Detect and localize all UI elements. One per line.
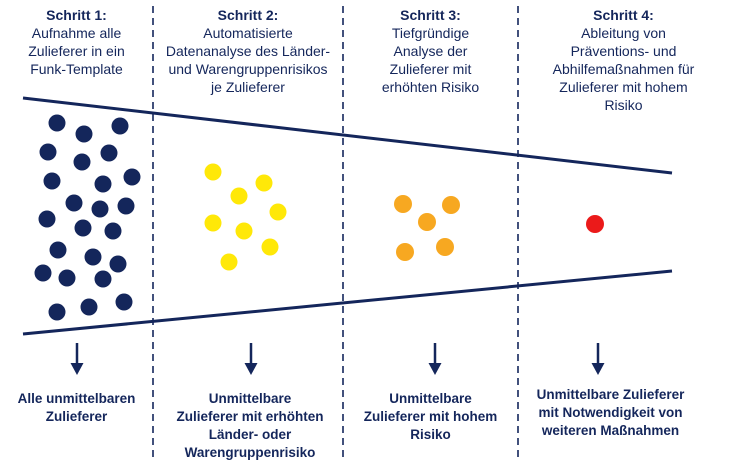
down-arrow-head-step-3 — [428, 363, 442, 375]
supplier-dot-step-1 — [117, 197, 135, 215]
supplier-dot-step-1 — [39, 143, 57, 161]
supplier-dot-step-1 — [65, 194, 83, 212]
supplier-dot-step-2 — [230, 187, 248, 205]
step-1-description: Aufnahme alle Zulieferer in ein Funk-Tem… — [28, 25, 125, 77]
step-2-description: Automatisierte Datenanalyse des Länder- … — [165, 25, 331, 95]
supplier-dot-step-1 — [38, 210, 56, 228]
supplier-dot-step-1 — [94, 175, 112, 193]
step-2-header: Schritt 2: Automatisierte Datenanalyse d… — [153, 6, 343, 96]
step-3-header: Schritt 3: Tiefgründige Analyse der Zuli… — [343, 6, 518, 96]
supplier-dot-step-2 — [255, 174, 273, 192]
supplier-dot-step-3 — [436, 238, 454, 256]
supplier-dot-step-2 — [204, 214, 222, 232]
supplier-dot-step-1 — [34, 264, 52, 282]
supplier-dot-step-1 — [49, 241, 67, 259]
supplier-dot-step-2 — [269, 203, 287, 221]
step-3-title: Schritt 3: — [400, 7, 461, 23]
supplier-dot-step-1 — [111, 117, 129, 135]
supplier-dot-step-2 — [235, 222, 253, 240]
supplier-dot-step-1 — [109, 255, 127, 273]
step-1-header: Schritt 1: Aufnahme alle Zulieferer in e… — [0, 6, 153, 78]
supplier-dot-step-1 — [94, 270, 112, 288]
funnel-bottom-line — [22, 269, 673, 336]
funnel-top-line — [22, 96, 673, 175]
down-arrow-head-step-4 — [591, 363, 605, 375]
step-1-title: Schritt 1: — [46, 7, 107, 23]
supplier-dot-step-4 — [586, 215, 604, 233]
supplier-dot-step-1 — [123, 168, 141, 186]
supplier-dot-step-3 — [442, 196, 460, 214]
step-4-title: Schritt 4: — [593, 7, 654, 23]
supplier-dot-step-1 — [48, 303, 66, 321]
supplier-dot-step-1 — [80, 298, 98, 316]
supplier-dot-step-1 — [75, 125, 93, 143]
supplier-dot-step-1 — [48, 114, 66, 132]
supplier-dot-step-2 — [261, 238, 279, 256]
supplier-dot-step-1 — [43, 172, 61, 190]
supplier-dot-step-1 — [100, 144, 118, 162]
step-4-result-label: Unmittelbare Zulieferer mit Notwendigkei… — [536, 387, 685, 438]
step-2-result-label: Unmittelbare Zulieferer mit erhöhten Län… — [176, 391, 324, 460]
supplier-dot-step-1 — [104, 222, 122, 240]
step-3-description: Tiefgründige Analyse der Zulieferer mit … — [381, 25, 480, 95]
step-3-result-label: Unmittelbare Zulieferer mit hohem Risiko — [363, 391, 498, 442]
supplier-dot-step-3 — [396, 243, 414, 261]
step-1-result-label: Alle unmittelbaren Zulieferer — [17, 391, 136, 424]
down-arrow-head-step-1 — [70, 363, 84, 375]
supplier-dot-step-1 — [58, 269, 76, 287]
step-4-header: Schritt 4: Ableitung von Präventions- un… — [518, 6, 729, 114]
down-arrow-head-step-2 — [244, 363, 258, 375]
supplier-dot-step-3 — [394, 195, 412, 213]
supplier-dot-step-1 — [115, 293, 133, 311]
supplier-dot-step-2 — [220, 253, 238, 271]
supplier-dot-step-1 — [91, 200, 109, 218]
supplier-dot-step-2 — [204, 163, 222, 181]
supplier-dot-step-3 — [418, 213, 436, 231]
supplier-dot-step-1 — [74, 219, 92, 237]
step-4-description: Ableitung von Präventions- und Abhilfema… — [552, 25, 695, 113]
supplier-dot-step-1 — [73, 153, 91, 171]
supplier-dot-step-1 — [84, 248, 102, 266]
step-2-title: Schritt 2: — [217, 7, 279, 23]
